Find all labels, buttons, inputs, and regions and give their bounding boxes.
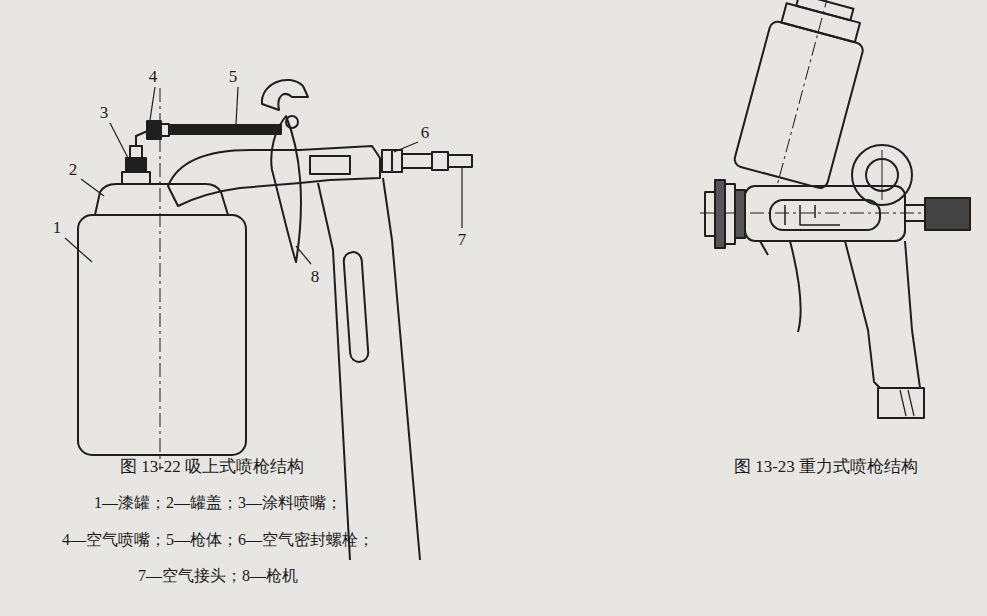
- center-line: [160, 88, 161, 470]
- callout-number: 8: [311, 267, 320, 287]
- suction-gun: [65, 80, 472, 560]
- needle-detail: [785, 205, 840, 225]
- paint-pot: [78, 215, 246, 455]
- nozzle-part: [130, 146, 142, 158]
- callout-number: 6: [421, 123, 430, 143]
- air-connector: [432, 152, 448, 170]
- callout-number: 1: [53, 218, 62, 238]
- pot-lid: [95, 184, 228, 215]
- air-connector: [905, 205, 925, 221]
- gun-handle: [383, 178, 420, 560]
- nozzle-part: [126, 158, 146, 172]
- bottom-fitting: [878, 388, 924, 418]
- legend-line: 4—空气喷嘴；5—枪体；6—空气密封螺栓；: [62, 530, 374, 549]
- callout-number: 4: [149, 67, 158, 87]
- air-nozzle: [147, 121, 161, 139]
- gravity-gun: [700, 0, 975, 418]
- bottom-fitting: [900, 390, 914, 416]
- gun-handle: [845, 241, 920, 388]
- axis: [882, 150, 883, 200]
- figure-caption: 图 13-22 吸上式喷枪结构: [120, 457, 304, 477]
- body-slot: [770, 200, 880, 230]
- gun-hook: [262, 80, 308, 110]
- gun-rod: [169, 125, 281, 134]
- legend-line: 1—漆罐；2—罐盖；3—涂料喷嘴；: [94, 493, 342, 512]
- callout-number: 2: [69, 160, 78, 180]
- legend-line: 7—空气接头；8—枪机: [138, 566, 298, 585]
- nozzle-part: [122, 172, 150, 184]
- seal-bolt: [391, 150, 393, 172]
- leader-lines: [65, 87, 462, 264]
- air-connector: [402, 154, 432, 168]
- trigger: [271, 116, 301, 262]
- air-nozzle: [161, 124, 169, 136]
- hook-ring: [852, 145, 912, 205]
- callout-number: 7: [458, 230, 467, 250]
- air-connector: [448, 155, 472, 167]
- callout-number: 5: [229, 67, 238, 87]
- trigger: [760, 241, 801, 332]
- callout-number: 3: [100, 103, 109, 123]
- front-nozzle: [705, 180, 745, 248]
- trigger-pivot: [286, 116, 298, 128]
- figure-caption: 图 13-23 重力式喷枪结构: [734, 457, 918, 477]
- seal-bolt: [382, 150, 402, 172]
- knurled-nut: [925, 198, 970, 230]
- valve-stem: [310, 156, 350, 174]
- handle-slot: [343, 252, 369, 363]
